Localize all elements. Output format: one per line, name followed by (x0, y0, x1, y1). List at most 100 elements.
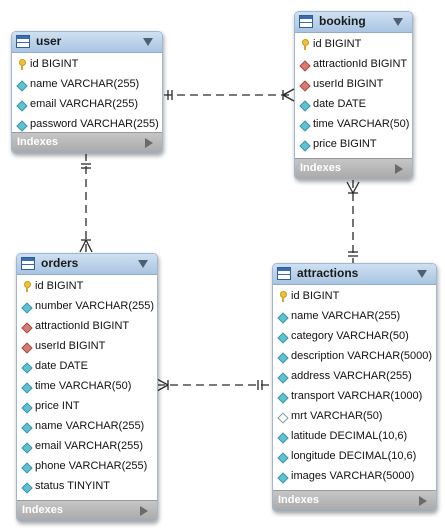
field-row: id BIGINT (12, 55, 162, 75)
column-diamond-icon (300, 121, 308, 129)
field-row: name VARCHAR(255) (17, 417, 157, 437)
collapse-arrow-icon[interactable] (143, 38, 153, 46)
field-row: date DATE (17, 357, 157, 377)
indexes-footer[interactable]: Indexes (12, 132, 162, 153)
table-header[interactable]: attractions (273, 264, 436, 285)
expand-arrow-icon[interactable] (145, 138, 153, 148)
column-diamond-icon (22, 423, 30, 431)
indexes-footer[interactable]: Indexes (295, 158, 412, 179)
field-row: email VARCHAR(255) (12, 95, 162, 115)
field-row: number VARCHAR(255) (17, 297, 157, 317)
field-row: price BIGINT (295, 135, 412, 155)
field-row: mrt VARCHAR(50) (273, 407, 436, 427)
table-title: booking (319, 14, 366, 28)
table-title: orders (41, 256, 79, 270)
expand-arrow-icon[interactable] (140, 506, 148, 516)
field-row: price INT (17, 397, 157, 417)
table-icon (277, 267, 291, 280)
column-diamond-icon (278, 313, 286, 321)
primary-key-icon (21, 281, 31, 293)
field-label: id BIGINT (30, 58, 79, 70)
column-diamond-icon (17, 101, 25, 109)
expand-arrow-icon[interactable] (395, 164, 403, 174)
table-orders[interactable]: orders id BIGINT number VARCHAR(255) att… (16, 253, 158, 522)
table-title: user (36, 34, 62, 48)
relation-orders-attractions (156, 378, 272, 392)
field-label: email VARCHAR(255) (35, 440, 143, 452)
table-attractions[interactable]: attractions id BIGINT name VARCHAR(255) … (272, 263, 437, 512)
expand-arrow-icon[interactable] (419, 496, 427, 506)
field-row: password VARCHAR(255) (12, 115, 162, 135)
field-label: description VARCHAR(5000) (291, 350, 433, 362)
field-row: status TINYINT (17, 477, 157, 497)
field-row: id BIGINT (273, 287, 436, 307)
column-diamond-icon (22, 483, 30, 491)
table-header[interactable]: booking (295, 12, 412, 33)
table-booking[interactable]: booking id BIGINT attractionId BIGINT us… (294, 11, 413, 180)
field-row: images VARCHAR(5000) (273, 467, 436, 487)
field-label: userId BIGINT (35, 340, 106, 352)
table-header[interactable]: orders (17, 254, 157, 275)
field-label: id BIGINT (291, 290, 340, 302)
collapse-arrow-icon[interactable] (138, 260, 148, 268)
field-label: password VARCHAR(255) (30, 118, 159, 130)
field-label: phone VARCHAR(255) (35, 460, 148, 472)
indexes-label: Indexes (17, 136, 58, 148)
collapse-arrow-icon[interactable] (393, 18, 403, 26)
field-label: name VARCHAR(255) (30, 78, 140, 90)
column-diamond-icon (22, 303, 30, 311)
field-label: price INT (35, 400, 80, 412)
field-row: attractionId BIGINT (17, 317, 157, 337)
field-row: transport VARCHAR(1000) (273, 387, 436, 407)
field-label: time VARCHAR(50) (313, 118, 410, 130)
table-header[interactable]: user (12, 32, 162, 53)
field-row: name VARCHAR(255) (273, 307, 436, 327)
field-row: description VARCHAR(5000) (273, 347, 436, 367)
indexes-footer[interactable]: Indexes (273, 490, 436, 511)
primary-key-icon (299, 39, 309, 51)
field-label: latitude DECIMAL(10,6) (291, 430, 408, 442)
foreign-key-diamond-icon (300, 61, 308, 69)
field-row: userId BIGINT (17, 337, 157, 357)
table-icon (21, 257, 35, 270)
indexes-label: Indexes (300, 162, 341, 174)
field-label: attractionId BIGINT (35, 320, 130, 332)
relation-user-orders (79, 153, 93, 253)
column-diamond-icon (278, 473, 286, 481)
field-row: id BIGINT (295, 35, 412, 55)
column-diamond-icon (300, 101, 308, 109)
column-diamond-icon (278, 433, 286, 441)
column-diamond-icon (278, 353, 286, 361)
field-row: longitude DECIMAL(10,6) (273, 447, 436, 467)
field-label: userId BIGINT (313, 78, 384, 90)
indexes-label: Indexes (22, 504, 63, 516)
relation-user-booking (164, 88, 295, 102)
field-label: number VARCHAR(255) (35, 300, 155, 312)
nullable-column-diamond-icon (278, 413, 286, 421)
table-icon (16, 35, 30, 48)
foreign-key-diamond-icon (22, 343, 30, 351)
foreign-key-diamond-icon (22, 323, 30, 331)
field-label: longitude DECIMAL(10,6) (291, 450, 417, 462)
relation-booking-attractions (346, 180, 360, 263)
table-user[interactable]: user id BIGINT name VARCHAR(255) email V… (11, 31, 163, 154)
field-row: name VARCHAR(255) (12, 75, 162, 95)
column-diamond-icon (300, 141, 308, 149)
indexes-footer[interactable]: Indexes (17, 500, 157, 521)
field-label: email VARCHAR(255) (30, 98, 138, 110)
column-diamond-icon (278, 393, 286, 401)
column-diamond-icon (22, 363, 30, 371)
collapse-arrow-icon[interactable] (417, 270, 427, 278)
table-icon (299, 15, 313, 28)
table-title: attractions (297, 266, 359, 280)
field-label: name VARCHAR(255) (35, 420, 145, 432)
field-label: date DATE (313, 98, 366, 110)
field-label: id BIGINT (313, 38, 362, 50)
field-row: id BIGINT (17, 277, 157, 297)
column-diamond-icon (278, 453, 286, 461)
primary-key-icon (277, 291, 287, 303)
field-row: userId BIGINT (295, 75, 412, 95)
field-label: mrt VARCHAR(50) (291, 410, 383, 422)
column-diamond-icon (17, 81, 25, 89)
